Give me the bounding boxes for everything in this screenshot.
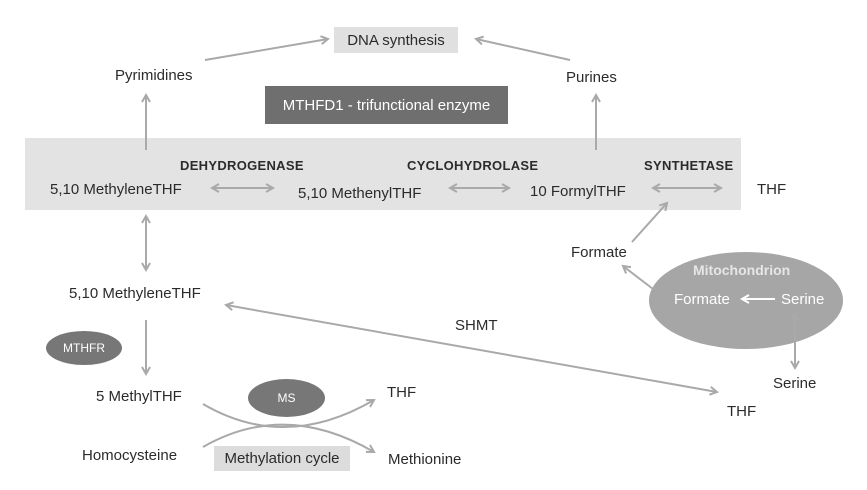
ms-oval: MS <box>248 379 325 417</box>
purines-label: Purines <box>566 69 617 86</box>
synthetase-label: SYNTHETASE <box>644 158 734 173</box>
thf-shmt-label: THF <box>727 403 757 420</box>
mthfr-label: MTHFR <box>63 341 105 355</box>
arrow-pyrimidines-dna <box>204 39 328 61</box>
enzyme-title-box: MTHFD1 - trifunctional enzyme <box>265 86 508 124</box>
serine-outer-label: Serine <box>773 375 817 392</box>
enzyme-title-label: MTHFD1 - trifunctional enzyme <box>282 96 491 114</box>
dna-synthesis-box: DNA synthesis <box>334 27 458 53</box>
formate-outer-label: Formate <box>571 244 627 261</box>
thf-band-label: THF <box>757 181 787 198</box>
thf-ms-label: THF <box>387 384 417 401</box>
shmt-label: SHMT <box>455 317 498 334</box>
methenyl-thf-label: 5,10 MethenylTHF <box>298 185 422 202</box>
formyl-thf-label: 10 FormylTHF <box>530 183 626 200</box>
methionine-label: Methionine <box>388 451 462 468</box>
methylene-thf-band-label: 5,10 MethyleneTHF <box>50 181 182 198</box>
arrow-mito-formate <box>623 266 654 290</box>
mthfr-oval: MTHFR <box>46 331 122 365</box>
arrow-homocysteine-curve <box>202 423 374 452</box>
formate-inner-label: Formate <box>674 291 730 308</box>
homocysteine-label: Homocysteine <box>82 447 178 464</box>
arrow-formate-formyl <box>631 203 667 243</box>
methylene-thf-lower-label: 5,10 MethyleneTHF <box>69 285 201 302</box>
mitochondrion-title: Mitochondrion <box>693 262 791 278</box>
methylation-cycle-box: Methylation cycle <box>214 446 350 471</box>
mthfd1-band <box>25 138 741 210</box>
cyclohydrolase-label: CYCLOHYDROLASE <box>407 158 539 173</box>
pyrimidines-label: Pyrimidines <box>115 67 193 84</box>
ms-label: MS <box>277 391 296 405</box>
serine-inner-label: Serine <box>781 291 825 308</box>
arrow-shmt <box>226 305 717 392</box>
arrow-purines-dna <box>476 39 571 61</box>
methyl-thf-label: 5 MethylTHF <box>96 388 182 405</box>
dna-synthesis-label: DNA synthesis <box>347 31 445 49</box>
arrow-methyl-thf-curve <box>202 400 374 428</box>
dehydrogenase-label: DEHYDROGENASE <box>180 158 304 173</box>
methylation-cycle-label: Methylation cycle <box>224 450 340 467</box>
